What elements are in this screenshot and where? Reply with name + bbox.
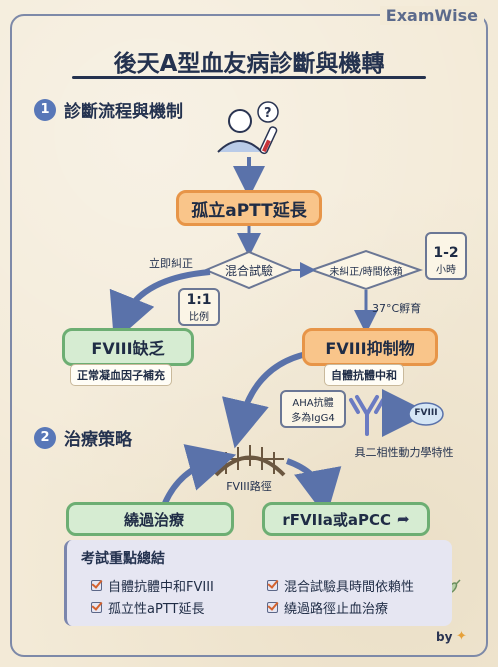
not-corrected-label: 未糾正/時間依賴 [329,267,403,278]
section-1-heading: 1 診斷流程與機制 [34,97,183,122]
summary-item-text: 自體抗體中和FVIII [108,580,214,595]
fviii-molecule-label: FVIII [414,408,438,418]
deficiency-subtitle: 正常凝血因子補充 [70,364,172,386]
immediate-correction-label: 立即糾正 [149,257,193,270]
title-underline [72,76,426,79]
biphasic-kinetics-label: 具二相性動力學特性 [354,446,454,459]
time-sub: 小時 [436,264,456,276]
page-frame [10,14,488,657]
aha-antibody-card: AHA抗體 多為IgG4 [280,390,346,428]
summary-item-text: 混合試驗具時間依賴性 [284,580,415,595]
test-tube-icon [259,126,278,155]
incubation-label: 37°C孵育 [372,302,422,315]
brand-logo: ExamWise [379,6,484,25]
share-arrow-icon: ➦ [397,510,410,528]
checkbox-icon [91,580,102,591]
time-card: 1-2 小時 [425,232,467,280]
section-1-number: 1 [34,98,56,121]
section-2-heading: 2 治療策略 [34,425,132,450]
fviii-molecule-icon [408,402,444,426]
footer-logo-icon: ✦ [456,629,467,644]
summary-item: 自體抗體中和FVIII [91,576,214,595]
not-corrected-diamond [308,249,424,291]
svg-text:?: ? [264,106,272,121]
checkbox-icon [267,580,278,591]
summary-title: 考試重點總結 [81,551,165,567]
fviii-inhibitor-box: FVIII抑制物 [302,328,438,366]
antibody-icon [349,395,385,436]
aha-line-1: AHA抗體 [292,398,334,409]
bridge-icon [214,445,286,477]
mixing-test-label: 混合試驗 [224,264,273,278]
page-title: 後天A型血友病診斷與機轉 [113,51,385,77]
inhibitor-subtitle: 自體抗體中和 [324,364,404,386]
bypass-therapy-box: 繞過治療 [66,502,234,536]
aha-line-2: 多為IgG4 [291,413,335,424]
summary-item-text: 孤立性aPTT延長 [108,602,205,617]
section-2-label: 治療策略 [64,430,132,450]
doctor-icon: ? [217,101,279,153]
rfviia-apcc-label: rFVIIa或aPCC [282,510,392,529]
ratio-value: 1:1 [186,291,212,308]
checkbox-icon [267,602,278,613]
summary-item: 繞過路徑止血治療 [267,598,388,617]
summary-item-text: 繞過路徑止血治療 [284,602,389,617]
section-1-label: 診斷流程與機制 [64,102,183,122]
rfviia-apcc-box: rFVIIa或aPCC ➦ [262,502,430,536]
checkbox-icon [91,602,102,613]
time-value: 1-2 [433,244,459,261]
footer-by: by [436,630,453,644]
fviii-deficiency-box: FVIII缺乏 [62,328,194,366]
fviii-pathway-label: FVIII路徑 [226,480,272,493]
isolated-aptt-box: 孤立aPTT延長 [176,190,322,226]
section-2-number: 2 [34,426,56,449]
exam-summary-panel: 考試重點總結 自體抗體中和FVIII 混合試驗具時間依賴性 孤立性aPTT延長 … [64,540,452,626]
ratio-sub: 比例 [189,311,209,323]
summary-item: 孤立性aPTT延長 [91,598,204,617]
summary-item: 混合試驗具時間依賴性 [267,576,414,595]
ratio-card: 1:1 比例 [178,288,220,326]
